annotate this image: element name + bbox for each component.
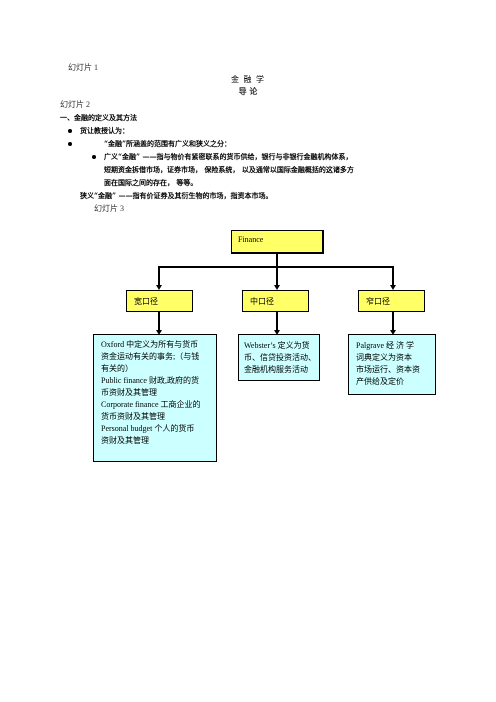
detail-line: 币、信贷投资活动、: [244, 353, 316, 362]
detail-line: Palgrave 经 济 学: [356, 341, 414, 350]
connector: [158, 312, 160, 331]
finance-root-label: Finance: [238, 235, 264, 244]
finance-root-box: Finance: [231, 230, 324, 254]
connector: [276, 266, 278, 286]
detail-line: 市场运行、资本资: [356, 365, 420, 374]
branch-box-medium: 中口径: [242, 290, 309, 312]
detail-line: 金融机构服务活动: [244, 365, 308, 374]
detail-line: Oxford 中定义为所有与货币: [101, 340, 199, 349]
arrow-head: [156, 330, 162, 335]
sub-bullet-dot: [92, 155, 96, 159]
bullet-dot: [68, 142, 72, 146]
detail-line: Personal budget 个人的货币: [101, 424, 195, 433]
narrow-definition: 狭义“金融” ——指有价证券及其衍生物的市场，指资本市场。: [80, 191, 273, 200]
connector: [392, 312, 394, 331]
bullet-2: “金融”所涵盖的范围有广义和狭义之分：: [104, 139, 232, 148]
connector: [158, 266, 160, 286]
arrow-head: [390, 330, 396, 335]
connector: [276, 312, 278, 331]
slide-1-label: 幻灯片 1: [68, 63, 98, 72]
detail-line: 货币资财及其管理: [101, 412, 165, 421]
detail-line: 资金运动有关的事务;（与钱: [101, 352, 200, 361]
detail-box-medium: Webster’s 定义为货 币、信贷投资活动、 金融机构服务活动: [238, 334, 320, 381]
bullet-dot: [68, 129, 72, 133]
detail-box-wide: Oxford 中定义为所有与货币 资金运动有关的事务;（与钱 有关的） Publ…: [93, 334, 217, 462]
slide-1-title: 金 融 学: [230, 75, 266, 84]
detail-line: Public finance 财政,政府的货: [101, 376, 199, 385]
bullet-1: 货让教授认为：: [80, 126, 129, 135]
slide-2-label: 幻灯片 2: [60, 100, 90, 109]
detail-box-narrow: Palgrave 经 济 学 词典定义为资本 市场运行、资本资 产供给及定价: [348, 334, 436, 395]
slide-1-subtitle: 导 论: [238, 86, 258, 96]
sub-bullet-line-1: 广义“金融” ——指与物价有紧密联系的货币供给，银行与非银行金融机构体系，: [104, 152, 353, 161]
connector: [276, 254, 278, 268]
branch-box-wide: 宽口径: [126, 290, 193, 312]
sub-bullet-line-2: 短期资金拆借市场，证券市场， 保险系统， 以及通常以国际金融概括的这诸多方: [104, 165, 354, 174]
arrow-head: [274, 330, 280, 335]
connector: [392, 266, 394, 286]
detail-line: 产供给及定价: [356, 377, 404, 386]
detail-line: Webster’s 定义为货: [244, 341, 310, 350]
detail-line: 资财及其管理: [101, 436, 149, 445]
arrow-head: [274, 285, 280, 290]
arrow-head: [390, 285, 396, 290]
arrow-head: [156, 285, 162, 290]
branch-label-narrow: 窄口径: [366, 297, 390, 306]
detail-line: 币资财及其管理: [101, 388, 157, 397]
branch-box-narrow: 窄口径: [358, 290, 425, 312]
section-heading: 一、金融的定义及其方法: [60, 113, 137, 122]
branch-label-wide: 宽口径: [134, 297, 158, 306]
sub-bullet-line-3: 面在国际之间的存在， 等等。: [104, 178, 198, 187]
detail-line: Corporate finance 工商企业的: [101, 400, 201, 409]
detail-line: 有关的）: [101, 364, 133, 373]
slide-3-label: 幻灯片 3: [94, 204, 124, 213]
branch-label-medium: 中口径: [250, 297, 274, 306]
detail-line: 词典定义为资本: [356, 353, 412, 362]
